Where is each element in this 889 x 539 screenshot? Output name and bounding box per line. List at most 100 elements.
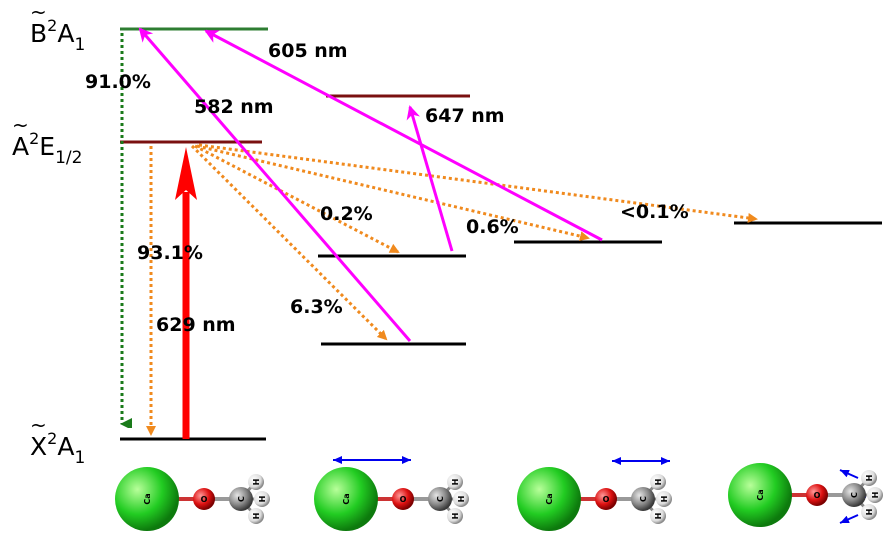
hydrogen-label: H [660, 496, 669, 503]
decay-arrows [122, 33, 758, 436]
hydrogen-atom [861, 504, 877, 520]
hydrogen-atom [248, 508, 264, 524]
decay-a-to-v1-arrow [194, 144, 400, 254]
branch-a-to-v1-label: 0.2% [320, 203, 373, 225]
o-c-bond [403, 497, 439, 501]
ca-o-bond [557, 497, 607, 501]
calcium-atom [115, 467, 179, 531]
wavelength-582-label: 582 nm [194, 96, 274, 118]
o-c-bond [204, 497, 240, 501]
oxygen-atom [806, 484, 828, 506]
a-state-label: ~ A2E1/2 [12, 113, 82, 168]
oxygen-label: O [201, 495, 208, 504]
pump-arrow [175, 147, 197, 439]
carbon-label: C [639, 496, 648, 502]
carbon-label: C [436, 496, 445, 502]
hydrogen-label: H [654, 479, 663, 486]
hydrogen-label: H [451, 479, 460, 486]
decay-a-to-v3-arrow [196, 144, 590, 242]
hydrogen-label: H [871, 492, 880, 499]
ca-o-bond [768, 493, 818, 497]
molecule-2: Ca O C H H H [314, 467, 469, 531]
oxygen-label: O [400, 495, 407, 504]
oxygen-atom [392, 488, 414, 510]
wavelength-605-label: 605 nm [268, 40, 348, 62]
a-state-letter: A [12, 132, 29, 161]
hydrogen-label: H [865, 509, 874, 516]
branch-b-to-x-label: 91.0% [85, 71, 151, 93]
branch-a-to-v4-label: <0.1% [620, 201, 689, 223]
x-state-subscript: 1 [74, 448, 85, 468]
a-state-term: E [39, 132, 55, 161]
a-state-subscript: 1/2 [55, 148, 82, 168]
carbon-label: C [237, 496, 246, 502]
carbon-atom [229, 487, 253, 511]
svg-text:B2A1: B2A1 [30, 16, 85, 55]
hydrogen-label: H [252, 513, 261, 520]
mode-4-arrow-top [839, 469, 859, 479]
o-c-bond [606, 497, 642, 501]
x-state-term: A [57, 432, 74, 461]
hydrogen-atom [861, 470, 877, 486]
b-state-subscript: 1 [74, 35, 85, 55]
repump-605-arrow [204, 29, 603, 242]
oxygen-label: O [603, 495, 610, 504]
x-state-superscript: 2 [47, 429, 57, 448]
x-state-label: ~ X2A1 [30, 413, 85, 468]
hydrogen-atom [650, 508, 666, 524]
hydrogen-atom [248, 474, 264, 490]
x-state-tilde: ~ [30, 413, 47, 437]
repump-647-arrow [406, 105, 454, 252]
carbon-label: C [850, 492, 859, 498]
energy-levels [120, 27, 882, 441]
carbon-atom [428, 487, 452, 511]
b-state-letter: B [30, 19, 47, 48]
svg-text:X2A1: X2A1 [30, 429, 85, 468]
calcium-label: Ca [143, 493, 152, 504]
hydrogen-atom [254, 491, 270, 507]
hydrogen-label: H [451, 513, 460, 520]
pump-arrow-head [175, 147, 197, 200]
decay-a-to-v4-arrow [198, 143, 758, 223]
oxygen-atom [595, 488, 617, 510]
ca-o-bond [354, 497, 404, 501]
wavelength-629-label: 629 nm [156, 314, 236, 336]
a-state-tilde: ~ [12, 113, 29, 137]
molecule-4: Ca O C H H H [728, 463, 883, 527]
molecule-1: Ca O C H H H [115, 467, 270, 531]
hydrogen-atom [656, 491, 672, 507]
decay-a-to-v2-arrow [190, 144, 388, 341]
carbon-atom [842, 483, 866, 507]
svg-text:A2E1/2: A2E1/2 [12, 129, 82, 168]
calcium-label: Ca [342, 493, 351, 504]
hydrogen-label: H [457, 496, 466, 503]
o-c-bond [817, 493, 853, 497]
carbon-atom [631, 487, 655, 511]
hydrogen-atom [453, 491, 469, 507]
repump-arrows [138, 27, 603, 342]
calcium-label: Ca [545, 493, 554, 504]
hydrogen-label: H [865, 475, 874, 482]
b-state-tilde: ~ [30, 0, 47, 24]
wavelength-647-label: 647 nm [425, 105, 505, 127]
state-labels: ~ B2A1 ~ A2E1/2 ~ X2A1 [12, 0, 85, 468]
oxygen-atom [193, 488, 215, 510]
b-state-superscript: 2 [47, 16, 57, 35]
branch-a-to-v3-label: 0.6% [466, 216, 519, 238]
hydrogen-label: H [252, 479, 261, 486]
calcium-atom [314, 467, 378, 531]
mode-4-arrow-bottom [839, 514, 859, 524]
calcium-atom [517, 467, 581, 531]
hydrogen-label: H [654, 513, 663, 520]
annotation-labels: 91.0% 93.1% 0.2% 6.3% 0.6% <0.1% 629 nm … [85, 40, 689, 336]
branch-a-to-x-label: 93.1% [137, 242, 203, 264]
calcium-label: Ca [756, 489, 765, 500]
molecule-3: Ca O C H H H [517, 467, 672, 531]
hydrogen-atom [447, 474, 463, 490]
oxygen-label: O [814, 491, 821, 500]
b-state-label: ~ B2A1 [30, 0, 85, 55]
repump-582-arrow [138, 27, 412, 342]
x-state-letter: X [30, 432, 47, 461]
branch-a-to-v2-label: 6.3% [290, 296, 343, 318]
hydrogen-atom [867, 487, 883, 503]
